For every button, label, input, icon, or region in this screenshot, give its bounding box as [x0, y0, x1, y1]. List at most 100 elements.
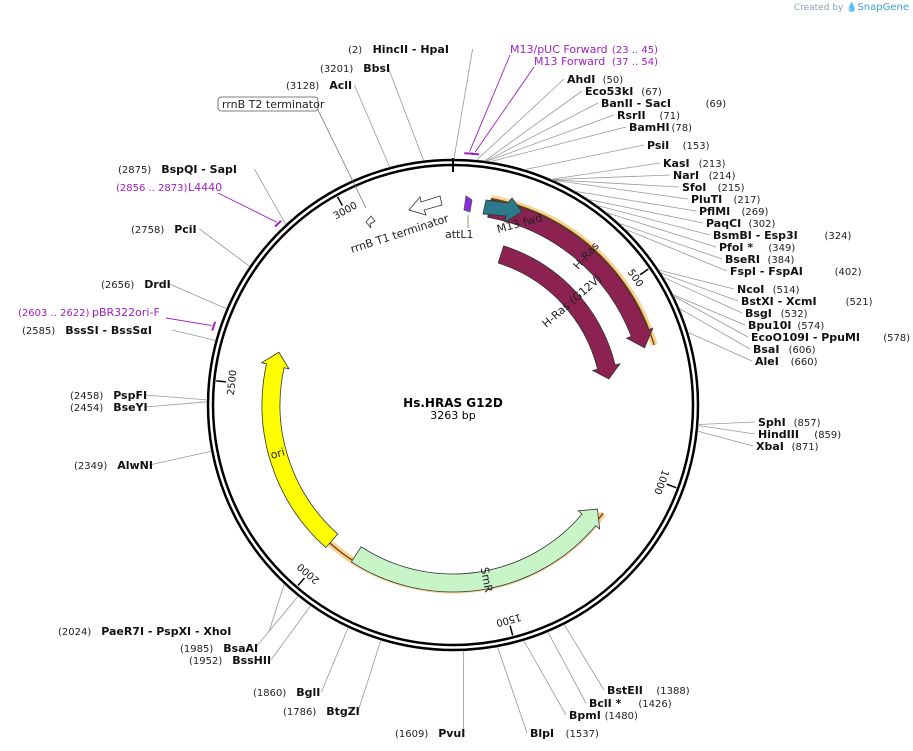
drdi-site-name[interactable]: DrdI — [144, 278, 171, 291]
kasi-site-name[interactable]: KasI — [663, 157, 690, 170]
bpmi-site-name[interactable]: BpmI — [569, 709, 601, 722]
bcli-site-name[interactable]: BclI * — [589, 697, 622, 710]
smr-feature-arrow[interactable] — [350, 508, 601, 593]
snapgene-logo-text: SnapGene — [857, 2, 909, 13]
tick-label-2500: 2500 — [226, 369, 240, 395]
btgzi-site-name[interactable]: BtgZI — [326, 705, 360, 718]
xbai-site-name[interactable]: XbaI — [756, 440, 784, 453]
psii-site-leader — [524, 144, 645, 170]
bspqi-site-leader — [254, 168, 287, 225]
rrnb-t1-feature-arrow[interactable] — [408, 195, 443, 216]
alwni-site-leader — [149, 450, 212, 466]
bbsi-site-name[interactable]: BbsI — [363, 62, 390, 75]
rrnb-t1-feature-label: rrnB T1 terminator — [349, 212, 451, 256]
m13-fwd-feature-label: attL1 — [445, 228, 474, 241]
bpmi-site-leader — [523, 640, 567, 716]
psii-site-name[interactable]: PsiI — [647, 139, 669, 152]
bbsi-site-leader — [388, 67, 425, 161]
bcli-site-leader — [547, 631, 587, 704]
bseyi-site-leader — [145, 401, 208, 408]
pcii-site-position: (2758) — [131, 225, 164, 236]
snapgene-brand: Created by 💧SnapGene — [794, 2, 909, 13]
fspi-site-position: (402) — [835, 267, 862, 278]
tick-500 — [639, 268, 649, 276]
tick-3000 — [336, 196, 344, 206]
pcii-site-name[interactable]: PciI — [174, 223, 196, 236]
banii-site-leader — [485, 102, 599, 162]
orf-line-0 — [491, 197, 655, 346]
bsteii-site-position: (1388) — [656, 686, 689, 697]
hindiii-site-name[interactable]: HindIII — [758, 428, 799, 441]
rrnb-t2-leader — [317, 109, 367, 209]
rrnb-t2-feature-arrow[interactable] — [365, 215, 376, 229]
paqci-site-name[interactable]: PaqCI — [706, 217, 741, 230]
sfoi-site-name[interactable]: SfoI — [682, 181, 706, 194]
bcli-site-position: (1426) — [638, 699, 671, 710]
bsteii-site-name[interactable]: BstEII — [607, 684, 643, 697]
pfoi-site-name[interactable]: PfoI * — [719, 241, 753, 254]
bseyi-site-name[interactable]: BseYI — [113, 401, 147, 414]
enzyme-sites: (2)HincII - HpaI(3201)BbsI(3128)AclI(50)… — [22, 43, 910, 740]
pbr322-primer-bar[interactable] — [211, 321, 217, 331]
pvui-site-name[interactable]: PvuI — [438, 727, 465, 740]
rrnb-t2-feature-label: rrnB T2 terminator — [222, 98, 325, 111]
fspi-site-name[interactable]: FspI - FspAI — [730, 265, 803, 278]
l4440-primer-bar[interactable] — [274, 220, 282, 228]
bamhi-site-name[interactable]: BamHI — [629, 121, 670, 134]
pspfi-site-position: (2458) — [70, 391, 103, 402]
hincii-site-position: (2) — [348, 45, 362, 56]
bpu10i-site-name[interactable]: Bpu10I — [748, 319, 792, 332]
ori-feature-arrow[interactable] — [260, 351, 339, 549]
bstxi-site-position: (521) — [846, 297, 873, 308]
bsssi-site-position: (2585) — [22, 326, 55, 337]
eco53ki-site-name[interactable]: Eco53kI — [585, 85, 633, 98]
nari-site-position: (214) — [709, 171, 736, 182]
tick-2500 — [216, 380, 227, 383]
m13-fwd-feature-arrow[interactable] — [463, 195, 473, 213]
bsai-site-name[interactable]: BsaI — [753, 343, 779, 356]
nari-site-name[interactable]: NarI — [673, 169, 699, 182]
pspfi-site-name[interactable]: PspFI — [113, 389, 147, 402]
bseri-site-position: (384) — [768, 255, 795, 266]
tick-2000 — [297, 577, 306, 587]
rsrii-site-name[interactable]: RsrII — [617, 109, 646, 122]
ahdi-site-name[interactable]: AhdI — [567, 73, 595, 86]
ahdi-site-leader — [476, 78, 565, 161]
bsmbi-site-name[interactable]: BsmBI - Esp3I — [713, 229, 798, 242]
paer7i-site-leader — [268, 583, 285, 632]
bsgi-site-name[interactable]: BsgI — [745, 307, 772, 320]
attl1-feature-arrow[interactable] — [482, 197, 523, 223]
pluti-site-name[interactable]: PluTI — [691, 193, 722, 206]
bsteii-site-leader — [563, 624, 605, 691]
orf-highlights — [327, 195, 658, 594]
bsssi-site-name[interactable]: BssSI - BssSαI — [65, 324, 152, 337]
alei-site-name[interactable]: AleI — [755, 355, 779, 368]
bsgi-site-leader — [663, 276, 743, 314]
m13puc-primer-leader — [469, 54, 511, 152]
bgli-site-name[interactable]: BglI — [296, 686, 320, 699]
alwni-site-name[interactable]: AlwNI — [117, 459, 153, 472]
fspi-site-leader — [624, 228, 728, 272]
bseri-site-name[interactable]: BseRI — [725, 253, 760, 266]
pflmi-site-name[interactable]: PflMI — [699, 205, 730, 218]
hincii-site-name[interactable]: HincII - HpaI — [373, 43, 449, 56]
bsaai-site-name[interactable]: BsaAI — [223, 642, 258, 655]
m13fwd-primer-bar[interactable] — [470, 152, 480, 156]
ncoi-site-name[interactable]: NcoI — [737, 283, 764, 296]
eco0109i-site-name[interactable]: EcoO109I - PpuMI — [751, 331, 860, 344]
sphi-site-name[interactable]: SphI — [758, 416, 786, 429]
hras-g12v-feature-arrow[interactable] — [497, 245, 621, 380]
btgzi-site-leader — [357, 640, 382, 712]
bstxi-site-name[interactable]: BstXI - XcmI — [741, 295, 817, 308]
pflmi-site-position: (269) — [742, 207, 769, 218]
banii-site-name[interactable]: BanII - SacI — [601, 97, 671, 110]
blpi-site-name[interactable]: BlpI — [530, 727, 554, 740]
alwni-site-position: (2349) — [74, 461, 107, 472]
acli-site-name[interactable]: AclI — [329, 79, 352, 92]
bsshii-site-leader — [270, 605, 311, 661]
paer7i-site-name[interactable]: PaeR7I - PspXI - XhoI — [101, 625, 231, 638]
bspqi-site-name[interactable]: BspQI - SapI — [161, 163, 237, 176]
plasmid-name: Hs.HRAS G12D — [403, 396, 503, 410]
bsshii-site-name[interactable]: BssHII — [232, 654, 271, 667]
